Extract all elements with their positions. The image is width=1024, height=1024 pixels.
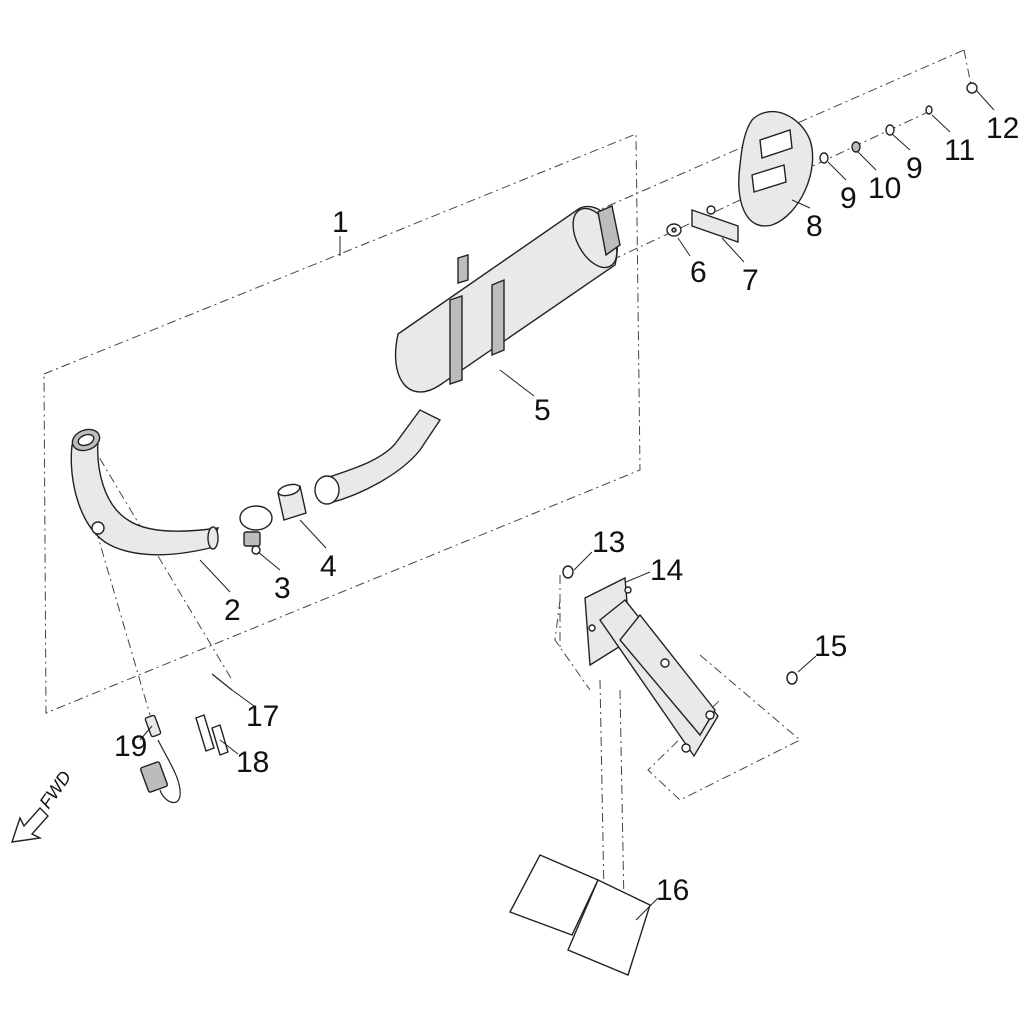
clamp <box>239 505 273 555</box>
callout-19: 19 <box>114 730 147 763</box>
callout-4: 4 <box>320 550 337 583</box>
callout-17: 17 <box>246 700 279 733</box>
callout-5: 5 <box>534 394 551 427</box>
gasket-sleeve <box>277 483 307 521</box>
callout-2: 2 <box>224 594 241 627</box>
rubber-dampers <box>509 854 651 976</box>
callout-9b: 9 <box>906 152 923 185</box>
callout-1: 1 <box>332 206 349 239</box>
callout-18: 18 <box>236 746 269 779</box>
mounting-bracket <box>584 576 719 758</box>
callout-7: 7 <box>742 264 759 297</box>
oxygen-sensor <box>140 714 181 804</box>
muffler <box>314 205 621 505</box>
callout-8: 8 <box>806 210 823 243</box>
callout-10: 10 <box>868 172 901 205</box>
bolt-15 <box>786 671 798 685</box>
fasteners-small <box>819 82 978 164</box>
callout-15: 15 <box>814 630 847 663</box>
callout-13: 13 <box>592 526 625 559</box>
callout-3: 3 <box>274 572 291 605</box>
sleeves-18 <box>195 714 229 756</box>
callout-12: 12 <box>986 112 1019 145</box>
end-cap <box>738 110 814 227</box>
callout-11: 11 <box>944 134 975 167</box>
bolt-13 <box>562 565 574 579</box>
callout-9: 9 <box>840 182 857 215</box>
leader-lines <box>139 89 995 921</box>
forward-direction-indicator: FWD <box>10 767 75 843</box>
pin-17 <box>211 673 233 691</box>
alignment-lines <box>89 49 973 906</box>
callout-6: 6 <box>690 256 707 289</box>
arrow-down-left-icon <box>10 806 49 843</box>
exhaust-assembly-boundary <box>43 133 641 714</box>
pad <box>691 205 739 243</box>
fwd-label: FWD <box>35 767 75 812</box>
callout-labels: 1 2 3 4 5 6 7 8 9 10 9 11 12 13 14 15 16… <box>114 112 1019 907</box>
washer-6 <box>666 223 682 237</box>
callout-16: 16 <box>656 874 689 907</box>
callout-14: 14 <box>650 554 683 587</box>
header-pipe <box>70 428 220 556</box>
